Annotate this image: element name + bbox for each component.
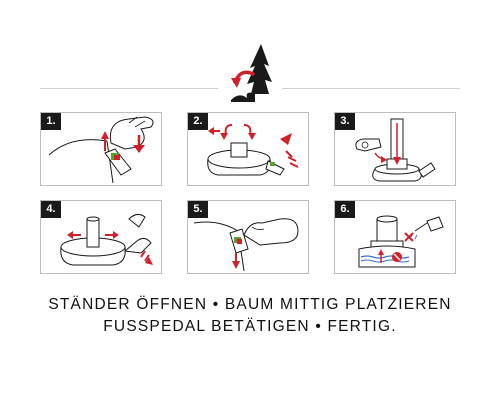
step-2-number: 2. — [188, 113, 208, 130]
step-6-number: 6. — [335, 201, 355, 218]
step-1-illustration — [48, 116, 154, 184]
step-5-number: 5. — [188, 201, 208, 218]
caption-line-1: STÄNDER ÖFFNEN • BAUM MITTIG PLATZIEREN — [48, 296, 452, 313]
foot-icon — [243, 218, 299, 246]
header-divider-left — [40, 88, 218, 89]
step-1-number: 1. — [41, 113, 61, 130]
step-3-illustration — [355, 118, 436, 182]
pedal — [104, 148, 132, 176]
water-can-icon — [426, 216, 444, 232]
tree-logo-icon — [231, 44, 272, 102]
step-4-panel: 4. — [40, 200, 162, 274]
step-2-panel: 2. — [187, 112, 309, 186]
step-2-illustration — [207, 124, 299, 176]
step-6-panel: 6. — [334, 200, 456, 274]
step-3-panel: 3. — [334, 112, 456, 186]
step-4-illustration — [60, 213, 153, 266]
hand-icon — [109, 116, 154, 150]
foot-icon — [123, 237, 152, 254]
step-1-panel: 1. — [40, 112, 162, 186]
tree-trunk — [376, 218, 398, 244]
step-4-number: 4. — [41, 201, 61, 218]
step-3-number: 3. — [335, 113, 355, 130]
header-divider-right — [282, 88, 460, 89]
stand-edge — [48, 139, 114, 184]
step-6-illustration — [358, 215, 444, 268]
hand-icon — [355, 138, 382, 152]
caption-line-2: FUSSPEDAL BETÄTIGEN • FERTIG. — [103, 318, 397, 335]
step-5-panel: 5. — [187, 200, 309, 274]
step-5-illustration — [193, 218, 299, 272]
